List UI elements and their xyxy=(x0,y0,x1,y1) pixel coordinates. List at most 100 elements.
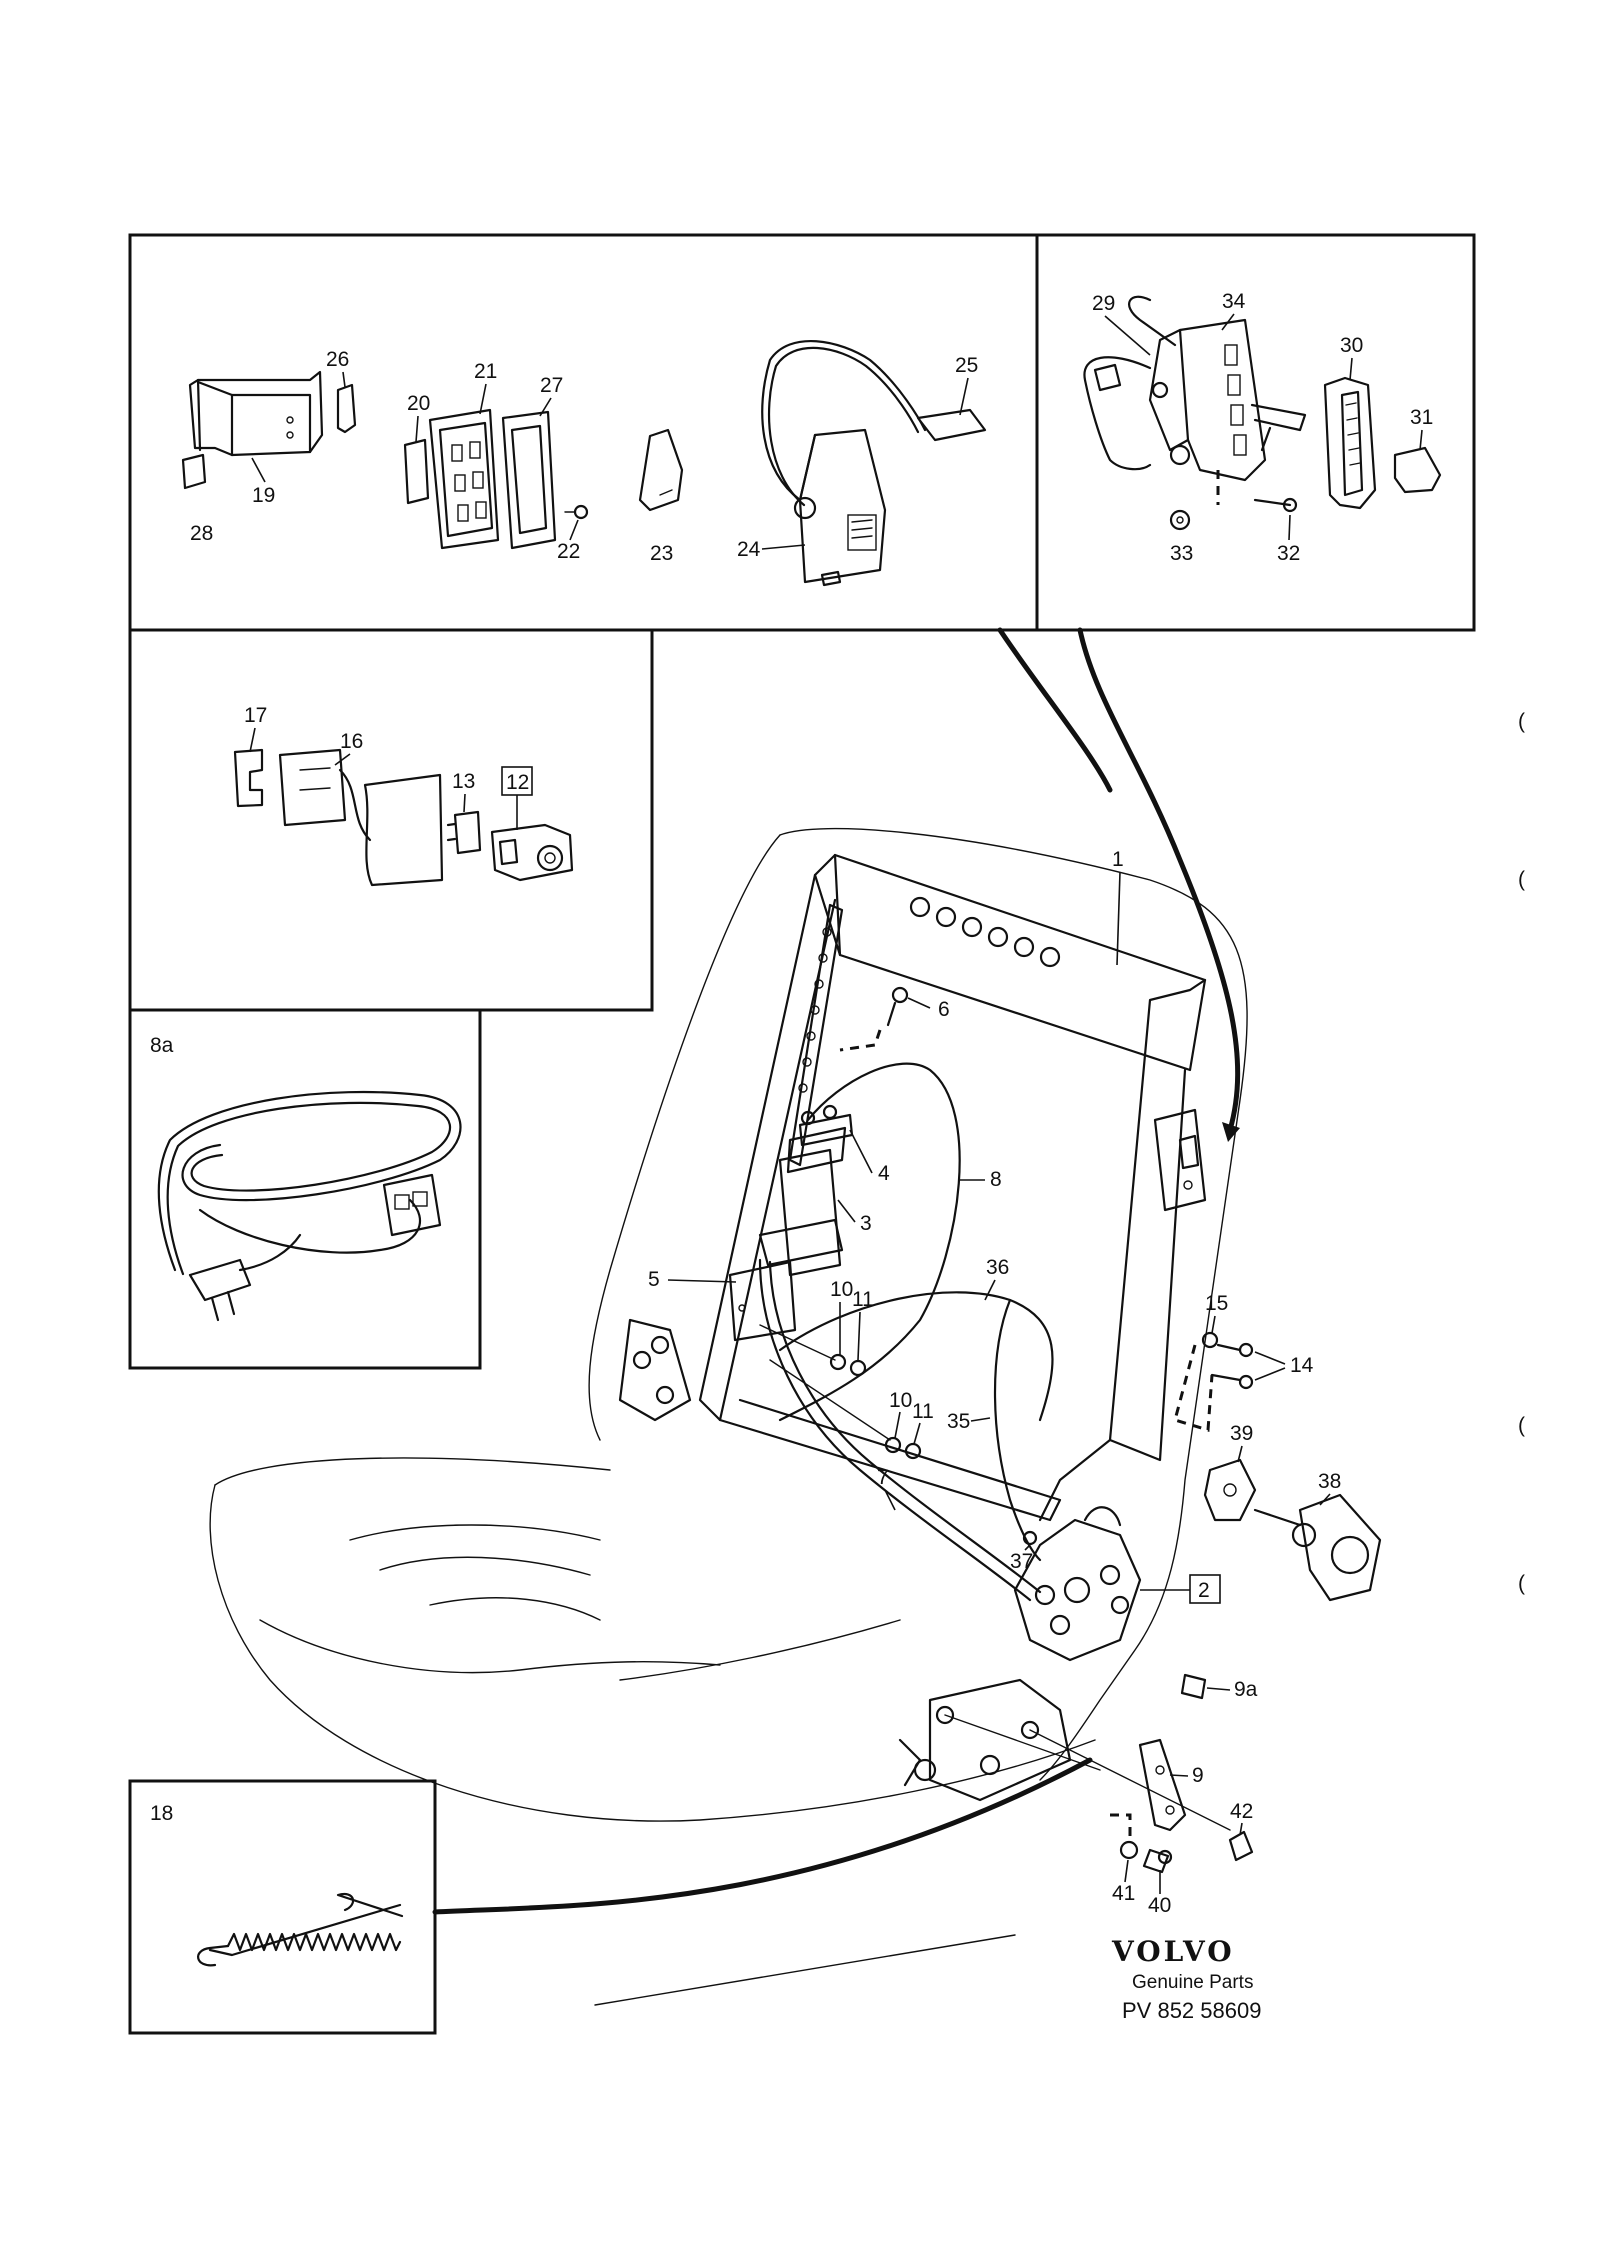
brand-tagline: Genuine Parts xyxy=(1132,1972,1253,1993)
top-right-inset xyxy=(1035,233,1476,632)
cylinder-3 xyxy=(758,1126,847,1277)
callout-33: 33 xyxy=(1170,542,1193,565)
lever-9 xyxy=(1138,1738,1187,1832)
clip-17 xyxy=(233,748,264,808)
callout-19: 19 xyxy=(252,484,275,507)
svg-text:(: ( xyxy=(1518,710,1525,733)
screw-6 xyxy=(839,986,909,1052)
heater-pad-16 xyxy=(278,748,444,887)
bushing-39 xyxy=(1203,1458,1257,1522)
callout-38: 38 xyxy=(1318,1470,1341,1493)
inset-18 xyxy=(128,1779,437,2035)
clip-part-26 xyxy=(336,383,357,434)
switch-housing-21 xyxy=(428,408,500,550)
gear-assembly-2 xyxy=(1013,1506,1142,1662)
callout-3: 3 xyxy=(860,1212,872,1235)
screw-32 xyxy=(1216,470,1298,513)
callout-6: 6 xyxy=(938,998,950,1021)
inset-18-label: 18 xyxy=(150,1802,173,1825)
callout-16: 16 xyxy=(340,730,363,753)
inset-connectors xyxy=(432,627,1241,1915)
callout-22: 22 xyxy=(557,540,580,563)
callout-30: 30 xyxy=(1340,334,1363,357)
callout-1: 1 xyxy=(1112,848,1124,871)
nuts-10-11 xyxy=(759,1324,922,1460)
bolts-14-15 xyxy=(1173,1331,1254,1432)
cable-25 xyxy=(761,340,987,507)
callout-11b: 11 xyxy=(912,1400,934,1423)
callout-17: 17 xyxy=(244,704,267,727)
nut-33 xyxy=(1169,509,1191,531)
callout-9a: 9a xyxy=(1234,1678,1258,1701)
middle-left-inset xyxy=(128,628,654,1012)
screw-22 xyxy=(564,504,589,520)
callout-34: 34 xyxy=(1222,290,1246,313)
screw-37 xyxy=(1022,1530,1038,1546)
callout-35: 35 xyxy=(947,1410,970,1433)
callout-41: 41 xyxy=(1112,1882,1135,1905)
lumbar-unit-34 xyxy=(1148,318,1307,482)
margin-marks: ( ( ( ( xyxy=(1518,710,1525,1595)
callout-40: 40 xyxy=(1148,1894,1171,1917)
callout-4: 4 xyxy=(878,1162,890,1185)
svg-text:(: ( xyxy=(1518,1572,1525,1595)
callouts-main: 1 6 4 3 8 5 36 10 11 10 11 35 7 37 2 9a … xyxy=(648,848,1341,1917)
callout-14: 14 xyxy=(1290,1354,1314,1377)
switch-12 xyxy=(490,823,574,882)
switch-panel-20 xyxy=(403,438,430,505)
seat-switch-24 xyxy=(793,428,887,587)
callouts-top-left: 26 19 28 20 21 27 22 23 24 25 xyxy=(190,348,978,565)
callout-20: 20 xyxy=(407,392,430,415)
inset-8a xyxy=(128,1008,482,1370)
callout-23: 23 xyxy=(650,542,673,565)
spring-18: 18 xyxy=(150,1802,404,1967)
harness-8a: 8a xyxy=(150,1034,462,1322)
callouts-top-right: 29 34 30 31 33 32 xyxy=(1092,290,1433,565)
screw-9a xyxy=(1180,1673,1207,1700)
svg-text:(: ( xyxy=(1518,868,1525,891)
cable-8 xyxy=(778,1062,961,1422)
callout-13: 13 xyxy=(452,770,475,793)
wire-29 xyxy=(1083,295,1191,471)
callout-15: 15 xyxy=(1205,1292,1228,1315)
callout-37: 37 xyxy=(1010,1550,1033,1573)
callout-39: 39 xyxy=(1230,1422,1253,1445)
bezel-27 xyxy=(501,410,557,550)
cover-30 xyxy=(1323,376,1377,510)
knob-31 xyxy=(1393,446,1442,494)
callout-28: 28 xyxy=(190,522,213,545)
volvo-logo: VOLVO xyxy=(1111,1935,1235,1968)
seat-rail-bracket xyxy=(898,1678,1231,1831)
svg-text:(: ( xyxy=(1518,1414,1525,1437)
callout-32: 32 xyxy=(1277,542,1300,565)
callout-29: 29 xyxy=(1092,292,1115,315)
callout-27: 27 xyxy=(540,374,563,397)
recliner-mechanism xyxy=(618,1318,692,1422)
callouts-middle-left: 17 16 13 12 xyxy=(244,704,533,830)
hardware-40-41-42 xyxy=(1110,1813,1254,1874)
callout-36: 36 xyxy=(986,1256,1009,1279)
connector-13 xyxy=(446,810,482,855)
callout-8: 8 xyxy=(990,1168,1002,1191)
callout-5: 5 xyxy=(648,1268,660,1291)
brand-block: VOLVO Genuine Parts PV 852 58609 xyxy=(1111,1935,1261,2023)
callout-24: 24 xyxy=(737,538,761,561)
top-left-inset xyxy=(128,233,1039,632)
inset-8a-label: 8a xyxy=(150,1034,174,1057)
callout-2: 2 xyxy=(1198,1579,1210,1602)
bracket-part-19 xyxy=(188,370,324,457)
callout-9: 9 xyxy=(1192,1764,1204,1787)
cable-7 xyxy=(758,1258,1042,1602)
clip-part-28 xyxy=(181,453,207,490)
seat-cushion xyxy=(209,1457,1096,2006)
callout-11a: 11 xyxy=(852,1288,874,1311)
part-reference: PV 852 58609 xyxy=(1122,1998,1261,2023)
cable-36 xyxy=(778,1291,1054,1422)
knob-23 xyxy=(638,428,684,512)
callout-10b: 10 xyxy=(889,1389,912,1412)
callout-10a: 10 xyxy=(830,1278,853,1301)
callout-42: 42 xyxy=(1230,1800,1253,1823)
callout-21: 21 xyxy=(474,360,497,383)
seat-back-frame-1 xyxy=(588,827,1248,1781)
